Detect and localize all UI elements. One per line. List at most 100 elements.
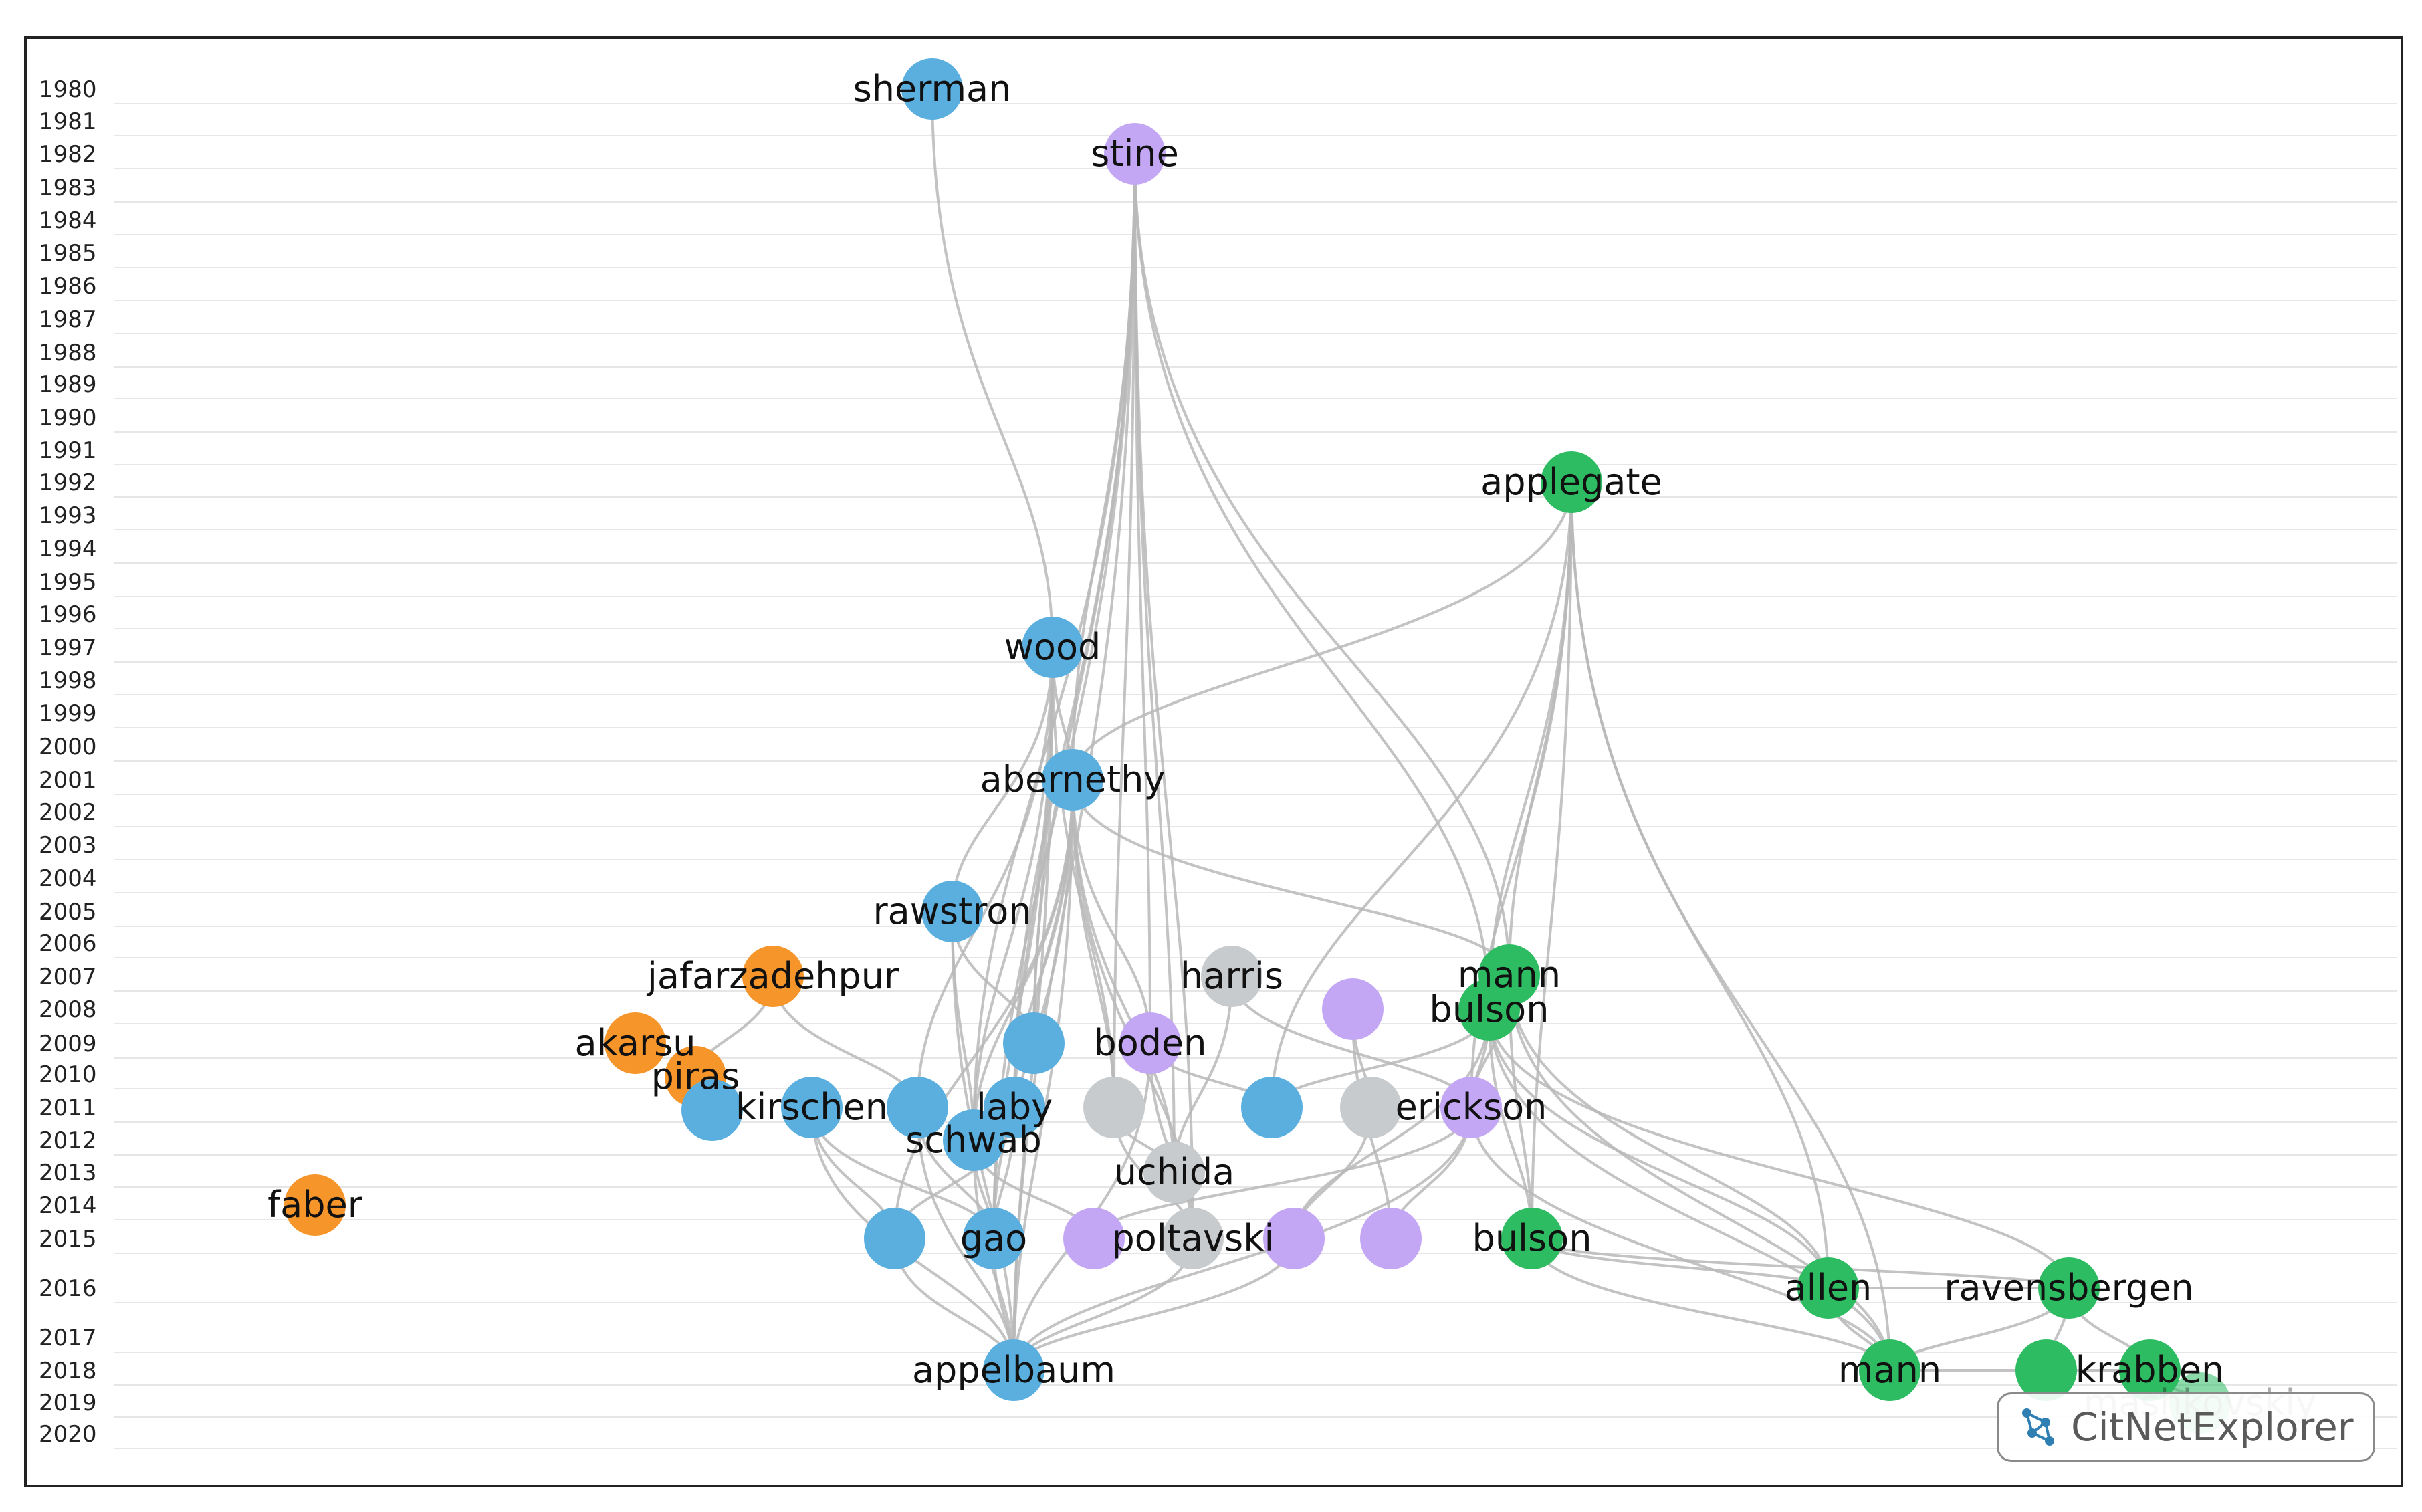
publication-node-abernethy[interactable] (1042, 749, 1103, 811)
citnetexplorer-watermark: CitNetExplorer (1997, 1392, 2375, 1462)
year-label: 2011 (39, 1095, 97, 1121)
publication-node-schwab[interactable] (943, 1109, 1004, 1171)
year-axis: 1980198119821983198419851986198719881989… (39, 76, 97, 1448)
author-label-allen: allen (1785, 1267, 1872, 1309)
year-label: 1992 (39, 469, 97, 496)
author-label-boden: boden (1093, 1022, 1206, 1064)
citation-edge (1531, 1237, 2070, 1289)
publication-node-p2008[interactable] (1322, 978, 1384, 1040)
author-labels: shermanstineapplegatewoodabernethyrawstr… (267, 68, 2316, 1424)
citation-edge (1508, 481, 1573, 976)
citation-edge (1012, 779, 1074, 1371)
citation-edge (1488, 1009, 1830, 1289)
publication-node-b2011b[interactable] (887, 1077, 948, 1138)
publication-node-akarsu[interactable] (604, 1012, 666, 1074)
citation-edge (916, 647, 1054, 1108)
year-label: 1999 (39, 700, 97, 727)
author-label-krabben: krabben (2076, 1349, 2225, 1391)
year-label: 2004 (39, 865, 97, 892)
year-label: 2016 (39, 1275, 97, 1302)
author-label-bulson2015: bulson (1472, 1217, 1592, 1259)
publication-node-faber[interactable] (284, 1174, 346, 1236)
publication-node-p2015a[interactable] (1063, 1208, 1125, 1269)
year-label: 2002 (39, 799, 97, 826)
author-label-faber: faber (267, 1184, 363, 1226)
publication-node-p2015c[interactable] (1360, 1208, 1422, 1269)
publication-node-bulson2015[interactable] (1501, 1208, 1563, 1269)
author-label-harris: harris (1180, 955, 1283, 997)
author-label-erickson: erickson (1396, 1086, 1547, 1128)
publication-node-bulson2008[interactable] (1458, 979, 1520, 1041)
year-label: 1987 (39, 306, 97, 333)
publication-node-g2018[interactable] (2015, 1339, 2077, 1401)
year-label: 1990 (39, 405, 97, 431)
publication-node-gao[interactable] (963, 1208, 1024, 1269)
citation-edge (1271, 481, 1573, 1108)
author-label-kirschen: kirschen (736, 1086, 888, 1128)
citation-edge (972, 647, 1054, 1141)
publication-node-appelbaum[interactable] (983, 1339, 1044, 1401)
publication-node-sherman[interactable] (901, 58, 963, 120)
year-label: 1980 (39, 76, 97, 103)
year-label: 1982 (39, 141, 97, 168)
year-label: 1991 (39, 437, 97, 464)
author-label-jafarzadehpur: jafarzadehpur (647, 955, 899, 997)
citation-edge (893, 779, 1074, 1239)
year-label: 2000 (39, 734, 97, 760)
citation-edges (694, 88, 2201, 1404)
publication-node-krabben[interactable] (2119, 1339, 2181, 1401)
publication-node-poltavski[interactable] (1162, 1208, 1224, 1269)
publication-node-uchida[interactable] (1143, 1142, 1205, 1203)
publication-node-boden[interactable] (1119, 1012, 1181, 1074)
publication-node-kirschen[interactable] (781, 1077, 843, 1138)
year-label: 1981 (39, 108, 97, 135)
year-label: 2008 (39, 996, 97, 1023)
citation-edge (1531, 481, 1573, 1239)
publication-node-b2011a[interactable] (681, 1079, 743, 1141)
author-label-laby: laby (976, 1086, 1053, 1128)
publication-node-stine[interactable] (1104, 123, 1166, 185)
citation-edge (951, 911, 975, 1141)
publication-node-g2011a[interactable] (1083, 1077, 1145, 1138)
author-label-gao: gao (960, 1217, 1027, 1259)
publication-node-mann2018[interactable] (1859, 1339, 1920, 1401)
citation-edge (1470, 1107, 1891, 1371)
publication-node-b2009[interactable] (1003, 1012, 1065, 1074)
author-label-sherman: sherman (853, 68, 1012, 110)
author-label-uchida: uchida (1114, 1151, 1235, 1193)
author-label-ravensbergen: ravensbergen (1944, 1267, 2193, 1309)
year-label: 2014 (39, 1192, 97, 1219)
citation-edge (1071, 481, 1573, 780)
publication-node-b2015[interactable] (864, 1208, 925, 1269)
citation-edge (1570, 481, 1830, 1289)
year-label: 2009 (39, 1031, 97, 1057)
publication-node-allen[interactable] (1797, 1257, 1859, 1319)
year-label: 2018 (39, 1358, 97, 1384)
year-label: 2019 (39, 1390, 97, 1416)
publication-node-b2011c[interactable] (1241, 1077, 1303, 1138)
citation-edge (1012, 1107, 1472, 1371)
publication-node-g2011b[interactable] (1340, 1077, 1402, 1138)
publication-node-jafarzadehpur[interactable] (742, 946, 804, 1007)
year-label: 1988 (39, 340, 97, 366)
network-icon (2022, 1408, 2054, 1446)
publication-node-ravensbergen[interactable] (2038, 1257, 2100, 1319)
publication-node-erickson[interactable] (1440, 1077, 1502, 1138)
citation-edge (1488, 1009, 2070, 1289)
citation-edge (1293, 1009, 1491, 1239)
citation-edge (951, 647, 1054, 912)
year-label: 1986 (39, 273, 97, 300)
year-label: 2007 (39, 964, 97, 990)
publication-node-harris[interactable] (1201, 946, 1262, 1007)
publication-node-wood[interactable] (1022, 617, 1083, 678)
publication-node-laby[interactable] (984, 1077, 1045, 1138)
author-label-poltavski: poltavski (1112, 1217, 1275, 1259)
author-label-mann2018: mann (1838, 1349, 1941, 1391)
publication-node-p2015b[interactable] (1263, 1208, 1325, 1269)
year-label: 2003 (39, 832, 97, 859)
publication-node-rawstron[interactable] (921, 881, 983, 942)
publication-node-applegate[interactable] (1541, 451, 1602, 513)
citation-edge (1071, 779, 1151, 1044)
author-label-stine: stine (1091, 132, 1179, 175)
